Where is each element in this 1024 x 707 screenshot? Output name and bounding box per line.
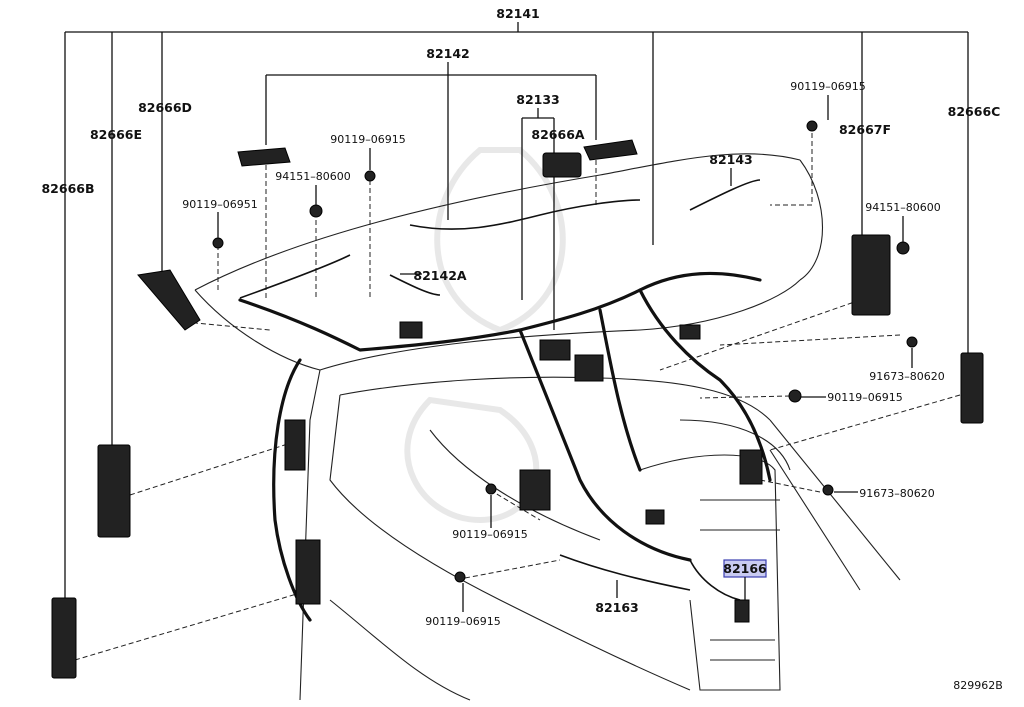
label-90119-right[interactable]: 90119–06915: [827, 391, 903, 404]
dashboard-outline: [194, 153, 901, 701]
label-90119-top-mid[interactable]: 90119–06915: [330, 133, 406, 146]
part-82666D-bracket[interactable]: [137, 269, 201, 331]
label-82143[interactable]: 82143: [709, 152, 753, 167]
main-wire-harness: [238, 179, 772, 622]
part-82142-clip-right[interactable]: [583, 139, 638, 161]
label-90119-left[interactable]: 90119–06951: [182, 198, 258, 211]
connector-cluster-center: [284, 321, 763, 623]
label-91673-upper[interactable]: 91673–80620: [869, 370, 945, 383]
label-90119-center[interactable]: 90119–06915: [452, 528, 528, 541]
part-82142-clip-left[interactable]: [237, 147, 291, 167]
label-82166[interactable]: 82166: [723, 561, 767, 576]
label-82666E[interactable]: 82666E: [90, 127, 142, 142]
label-82163[interactable]: 82163: [595, 600, 639, 615]
label-82142A[interactable]: 82142A: [413, 268, 466, 283]
label-82666C[interactable]: 82666C: [948, 104, 1001, 119]
part-82666E-relay-block[interactable]: [97, 444, 131, 538]
label-82142[interactable]: 82142: [426, 46, 470, 61]
part-82666C-connector[interactable]: [960, 352, 984, 424]
bolt-icons: [212, 120, 918, 583]
label-90119-bottom[interactable]: 90119–06915: [425, 615, 501, 628]
label-90119-top-right[interactable]: 90119–06915: [790, 80, 866, 93]
bracket-82141: [64, 22, 969, 600]
bracket-82133: [521, 108, 555, 330]
part-82666B-connector[interactable]: [51, 597, 77, 679]
label-82666A[interactable]: 82666A: [531, 127, 584, 142]
label-82666D[interactable]: 82666D: [138, 100, 192, 115]
part-82667F-junction[interactable]: [851, 234, 891, 316]
bracket-82142: [265, 62, 597, 220]
part-82666A-module[interactable]: [542, 152, 582, 178]
label-82141[interactable]: 82141: [496, 6, 540, 21]
label-leaders: [217, 95, 913, 612]
label-82667F[interactable]: 82667F: [839, 122, 891, 137]
diagram-code: 829962B: [953, 679, 1003, 692]
label-94151-right[interactable]: 94151–80600: [865, 201, 941, 214]
label-82133[interactable]: 82133: [516, 92, 560, 107]
label-94151-left[interactable]: 94151–80600: [275, 170, 351, 183]
label-82666B[interactable]: 82666B: [41, 181, 94, 196]
label-91673-lower[interactable]: 91673–80620: [859, 487, 935, 500]
